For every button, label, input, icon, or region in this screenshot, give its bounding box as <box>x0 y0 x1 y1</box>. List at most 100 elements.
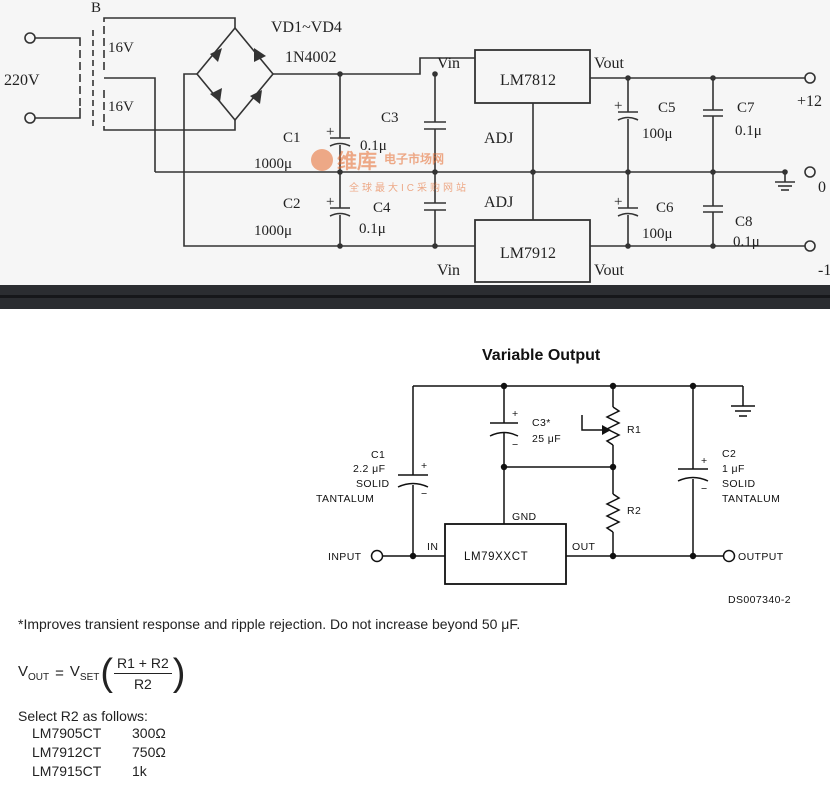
ac-terminal-top <box>24 32 36 44</box>
c2-name: C2 <box>283 196 301 212</box>
c4-name: C4 <box>373 200 391 216</box>
formula-rhs: VSET <box>70 663 99 683</box>
secondary-lower-label: 16V <box>108 99 134 115</box>
c1-value: 1000μ <box>254 156 292 172</box>
table-row: LM7912CT 750Ω <box>32 744 166 763</box>
c5-name: C5 <box>658 100 676 116</box>
c2-name: C2 <box>722 448 736 460</box>
variable-output-panel: Variable Output <box>0 309 830 790</box>
transformer-label: B <box>91 0 101 16</box>
panel-divider <box>0 285 830 309</box>
formula-lhs: VOUT <box>18 663 49 683</box>
c8-name: C8 <box>735 214 753 230</box>
c2-minus-mark: − <box>701 483 708 495</box>
c8-value: 0.1μ <box>733 234 760 250</box>
formula-denominator: R2 <box>133 675 152 692</box>
c7-name: C7 <box>737 100 755 116</box>
dual-supply-schematic-panel: + + + + 维库 电子市场网 全球最大IC采购网站 B 220V 16V 1… <box>0 0 830 285</box>
variable-output-schematic: Variable Output <box>316 347 791 606</box>
output-terminal-positive <box>804 72 816 84</box>
ac-terminal-bottom <box>24 112 36 124</box>
c2-plus-mark: + <box>326 194 334 210</box>
c1-plus-mark: + <box>326 124 334 140</box>
bridge-diodes-icon <box>210 48 266 104</box>
formula-equals: = <box>55 664 64 682</box>
formula-left-paren: ( <box>100 652 114 694</box>
c3-name: C3 <box>381 110 399 126</box>
secondary-upper-label: 16V <box>108 40 134 56</box>
output-terminal-zero <box>804 166 816 178</box>
bridge-part-label: 1N4002 <box>285 49 337 66</box>
c1-minus-mark: − <box>421 488 428 500</box>
c2-type-2: TANTALUM <box>722 493 780 505</box>
c2-value: 1 μF <box>722 463 745 475</box>
c3-minus-mark: − <box>512 439 519 451</box>
r2-selection-table: LM7905CT 300Ω LM7912CT 750Ω LM7915CT 1k <box>32 725 166 782</box>
footnote: *Improves transient response and ripple … <box>18 616 521 632</box>
formula-numerator: R1 + R2 <box>114 655 172 674</box>
r2-resistor-icon <box>605 493 621 533</box>
formula-rhs-sub: SET <box>79 672 100 683</box>
c6-plus-mark: + <box>614 194 622 210</box>
table-row: LM7915CT 1k <box>32 763 166 782</box>
part-r2-value: 300Ω <box>132 725 166 741</box>
c1-name: C1 <box>283 130 301 146</box>
junction-dots <box>337 71 788 249</box>
upper-vin-label: Vin <box>437 55 460 72</box>
part-r2-value: 750Ω <box>132 744 166 760</box>
c3-plus-mark: + <box>512 408 519 420</box>
bridge-label: VD1~VD4 <box>271 19 342 36</box>
formula-fraction: R1 + R2 R2 <box>114 655 172 692</box>
output-positive-label: +12 <box>797 93 822 110</box>
c5-value: 100μ <box>642 126 673 142</box>
gnd-pin-label: GND <box>512 511 537 523</box>
schematic-title: Variable Output <box>482 347 601 364</box>
c3-value: 0.1μ <box>360 138 387 154</box>
input-label: INPUT <box>328 551 362 563</box>
dual-supply-schematic: + + + + 维库 电子市场网 全球最大IC采购网站 B 220V 16V 1… <box>4 0 830 283</box>
formula-rhs-main: V <box>69 663 80 680</box>
r2-label: R2 <box>627 505 641 517</box>
watermark-main: 维库 <box>337 149 377 173</box>
formula-lhs-main: V <box>18 663 29 680</box>
table-row: LM7905CT 300Ω <box>32 725 166 744</box>
lower-vout-label: Vout <box>594 262 624 279</box>
upper-adj-label: ADJ <box>484 130 513 147</box>
watermark-tagline: 全球最大IC采购网站 <box>349 181 469 194</box>
c5-plus-mark: + <box>614 98 622 114</box>
regulator-label: LM79XXCT <box>464 551 528 563</box>
select-r2-intro: Select R2 as follows: <box>18 708 148 724</box>
c1-plus-mark: + <box>421 460 428 472</box>
lower-vin-label: Vin <box>437 262 460 279</box>
pot-wiper-arrow-icon <box>602 425 611 435</box>
c1-type-1: SOLID <box>356 478 390 490</box>
input-terminal <box>370 549 384 563</box>
c6-value: 100μ <box>642 226 673 242</box>
output-zero-label: 0 <box>818 179 826 196</box>
part-r2-value: 1k <box>132 763 147 779</box>
upper-regulator-label: LM7812 <box>500 72 556 89</box>
output-terminal-negative <box>804 240 816 252</box>
lower-regulator-label: LM7912 <box>500 245 556 262</box>
lower-adj-label: ADJ <box>484 194 513 211</box>
c1-value: 2.2 μF <box>353 463 385 475</box>
watermark-secondary: 电子市场网 <box>384 151 444 166</box>
formula-right-paren: ) <box>172 652 186 694</box>
regulator-lm7812-box <box>474 49 591 104</box>
r1-label: R1 <box>627 424 641 436</box>
regulator-lm7912-box <box>474 219 591 283</box>
c4-value: 0.1μ <box>359 221 386 237</box>
ground-icon <box>731 386 755 417</box>
input-voltage-label: 220V <box>4 72 40 89</box>
c2-plus-mark: + <box>701 455 708 467</box>
c1-name: C1 <box>371 449 385 461</box>
vout-formula: VOUT = VSET ( R1 + R2 R2 ) <box>18 654 186 692</box>
in-pin-label: IN <box>427 541 438 553</box>
part-name: LM7912CT <box>32 744 102 760</box>
doc-id: DS007340-2 <box>728 594 791 606</box>
c3-value: 25 μF <box>532 433 561 445</box>
upper-vout-label: Vout <box>594 55 624 72</box>
output-negative-label: -1 <box>818 262 830 279</box>
c3-name: C3* <box>532 417 551 429</box>
bridge-rectifier-icon <box>195 26 275 122</box>
